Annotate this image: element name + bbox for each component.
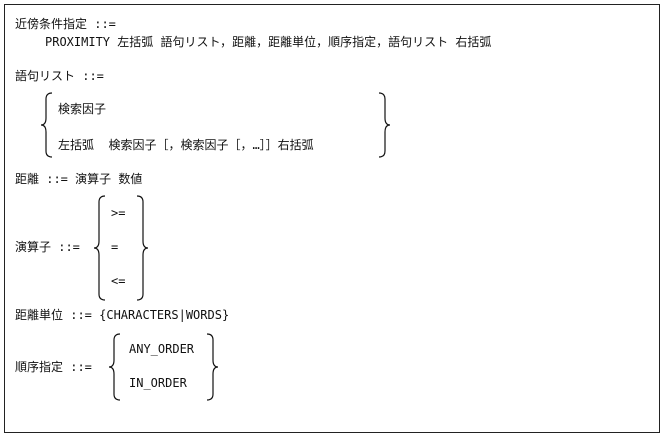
term-list-alt-2: 左括弧 検索因子［，検索因子［，…］］右括弧 — [58, 138, 314, 152]
order-left-brace — [108, 333, 121, 401]
syntax-frame — [4, 4, 660, 433]
operator-option-2: = — [111, 240, 119, 254]
operator-option-1: >= — [111, 206, 126, 220]
order-right-brace — [206, 333, 219, 401]
term-list-alt-1: 検索因子 — [58, 102, 107, 116]
operator-left-brace — [93, 195, 106, 301]
term-list-right-brace — [378, 92, 391, 158]
proximity-lhs: 近傍条件指定 ::= — [15, 17, 116, 31]
operator-lhs: 演算子 ::= — [15, 240, 80, 254]
order-lhs: 順序指定 ::= — [15, 360, 92, 374]
distance-line: 距離 ::= 演算子 数値 — [15, 172, 143, 186]
operator-right-brace — [136, 195, 149, 301]
proximity-rhs: PROXIMITY 左括弧 語句リスト，距離，距離単位，順序指定，語句リスト 右… — [45, 35, 492, 49]
order-option-2: IN_ORDER — [129, 376, 187, 390]
distance-unit-line: 距離単位 ::= {CHARACTERS|WORDS} — [15, 308, 230, 322]
order-option-1: ANY_ORDER — [129, 342, 195, 356]
term-list-lhs: 語句リスト ::= — [15, 69, 104, 83]
term-list-left-brace — [40, 92, 53, 158]
operator-option-3: <= — [111, 274, 126, 288]
